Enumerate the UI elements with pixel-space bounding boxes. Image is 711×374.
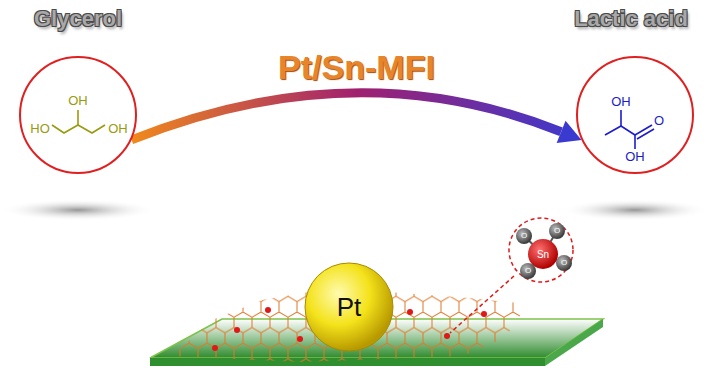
reactant-circle-outline <box>18 55 138 175</box>
element-label: Sn <box>537 249 549 260</box>
atom-label: O <box>521 232 527 241</box>
atom-label: O <box>561 259 567 268</box>
product-circle: Lactic acidOHOOH <box>575 55 695 175</box>
catalyst-label: Pt/Sn-MFI <box>278 48 435 87</box>
shadow <box>561 199 709 221</box>
atom-label: O <box>654 114 664 128</box>
bond <box>620 110 622 126</box>
sn-site-zoom: SnOOOO <box>507 216 575 284</box>
atom-label: OH <box>611 95 631 109</box>
reactant-circle: GlycerolHOOHOH <box>18 55 138 175</box>
bond <box>52 125 105 133</box>
bond <box>77 110 79 125</box>
pt-particle: Pt <box>304 262 394 352</box>
reaction-arrow <box>131 93 581 143</box>
bond <box>637 129 654 139</box>
zoom-leader <box>450 276 514 333</box>
shadow <box>0 199 156 221</box>
element-label: Pt <box>337 293 362 322</box>
bond <box>635 125 652 135</box>
atom-label: O <box>525 267 531 276</box>
bond <box>634 135 636 149</box>
atom-label: OH <box>108 122 128 136</box>
atom-label: O <box>554 227 560 236</box>
atom-label: OH <box>68 94 88 108</box>
atom-label: OH <box>625 150 645 164</box>
plate-edge <box>545 319 603 366</box>
bond <box>605 126 635 135</box>
atom-label: HO <box>30 122 50 136</box>
heading: Glycerol <box>34 7 122 31</box>
heading: Lactic acid <box>574 7 688 31</box>
